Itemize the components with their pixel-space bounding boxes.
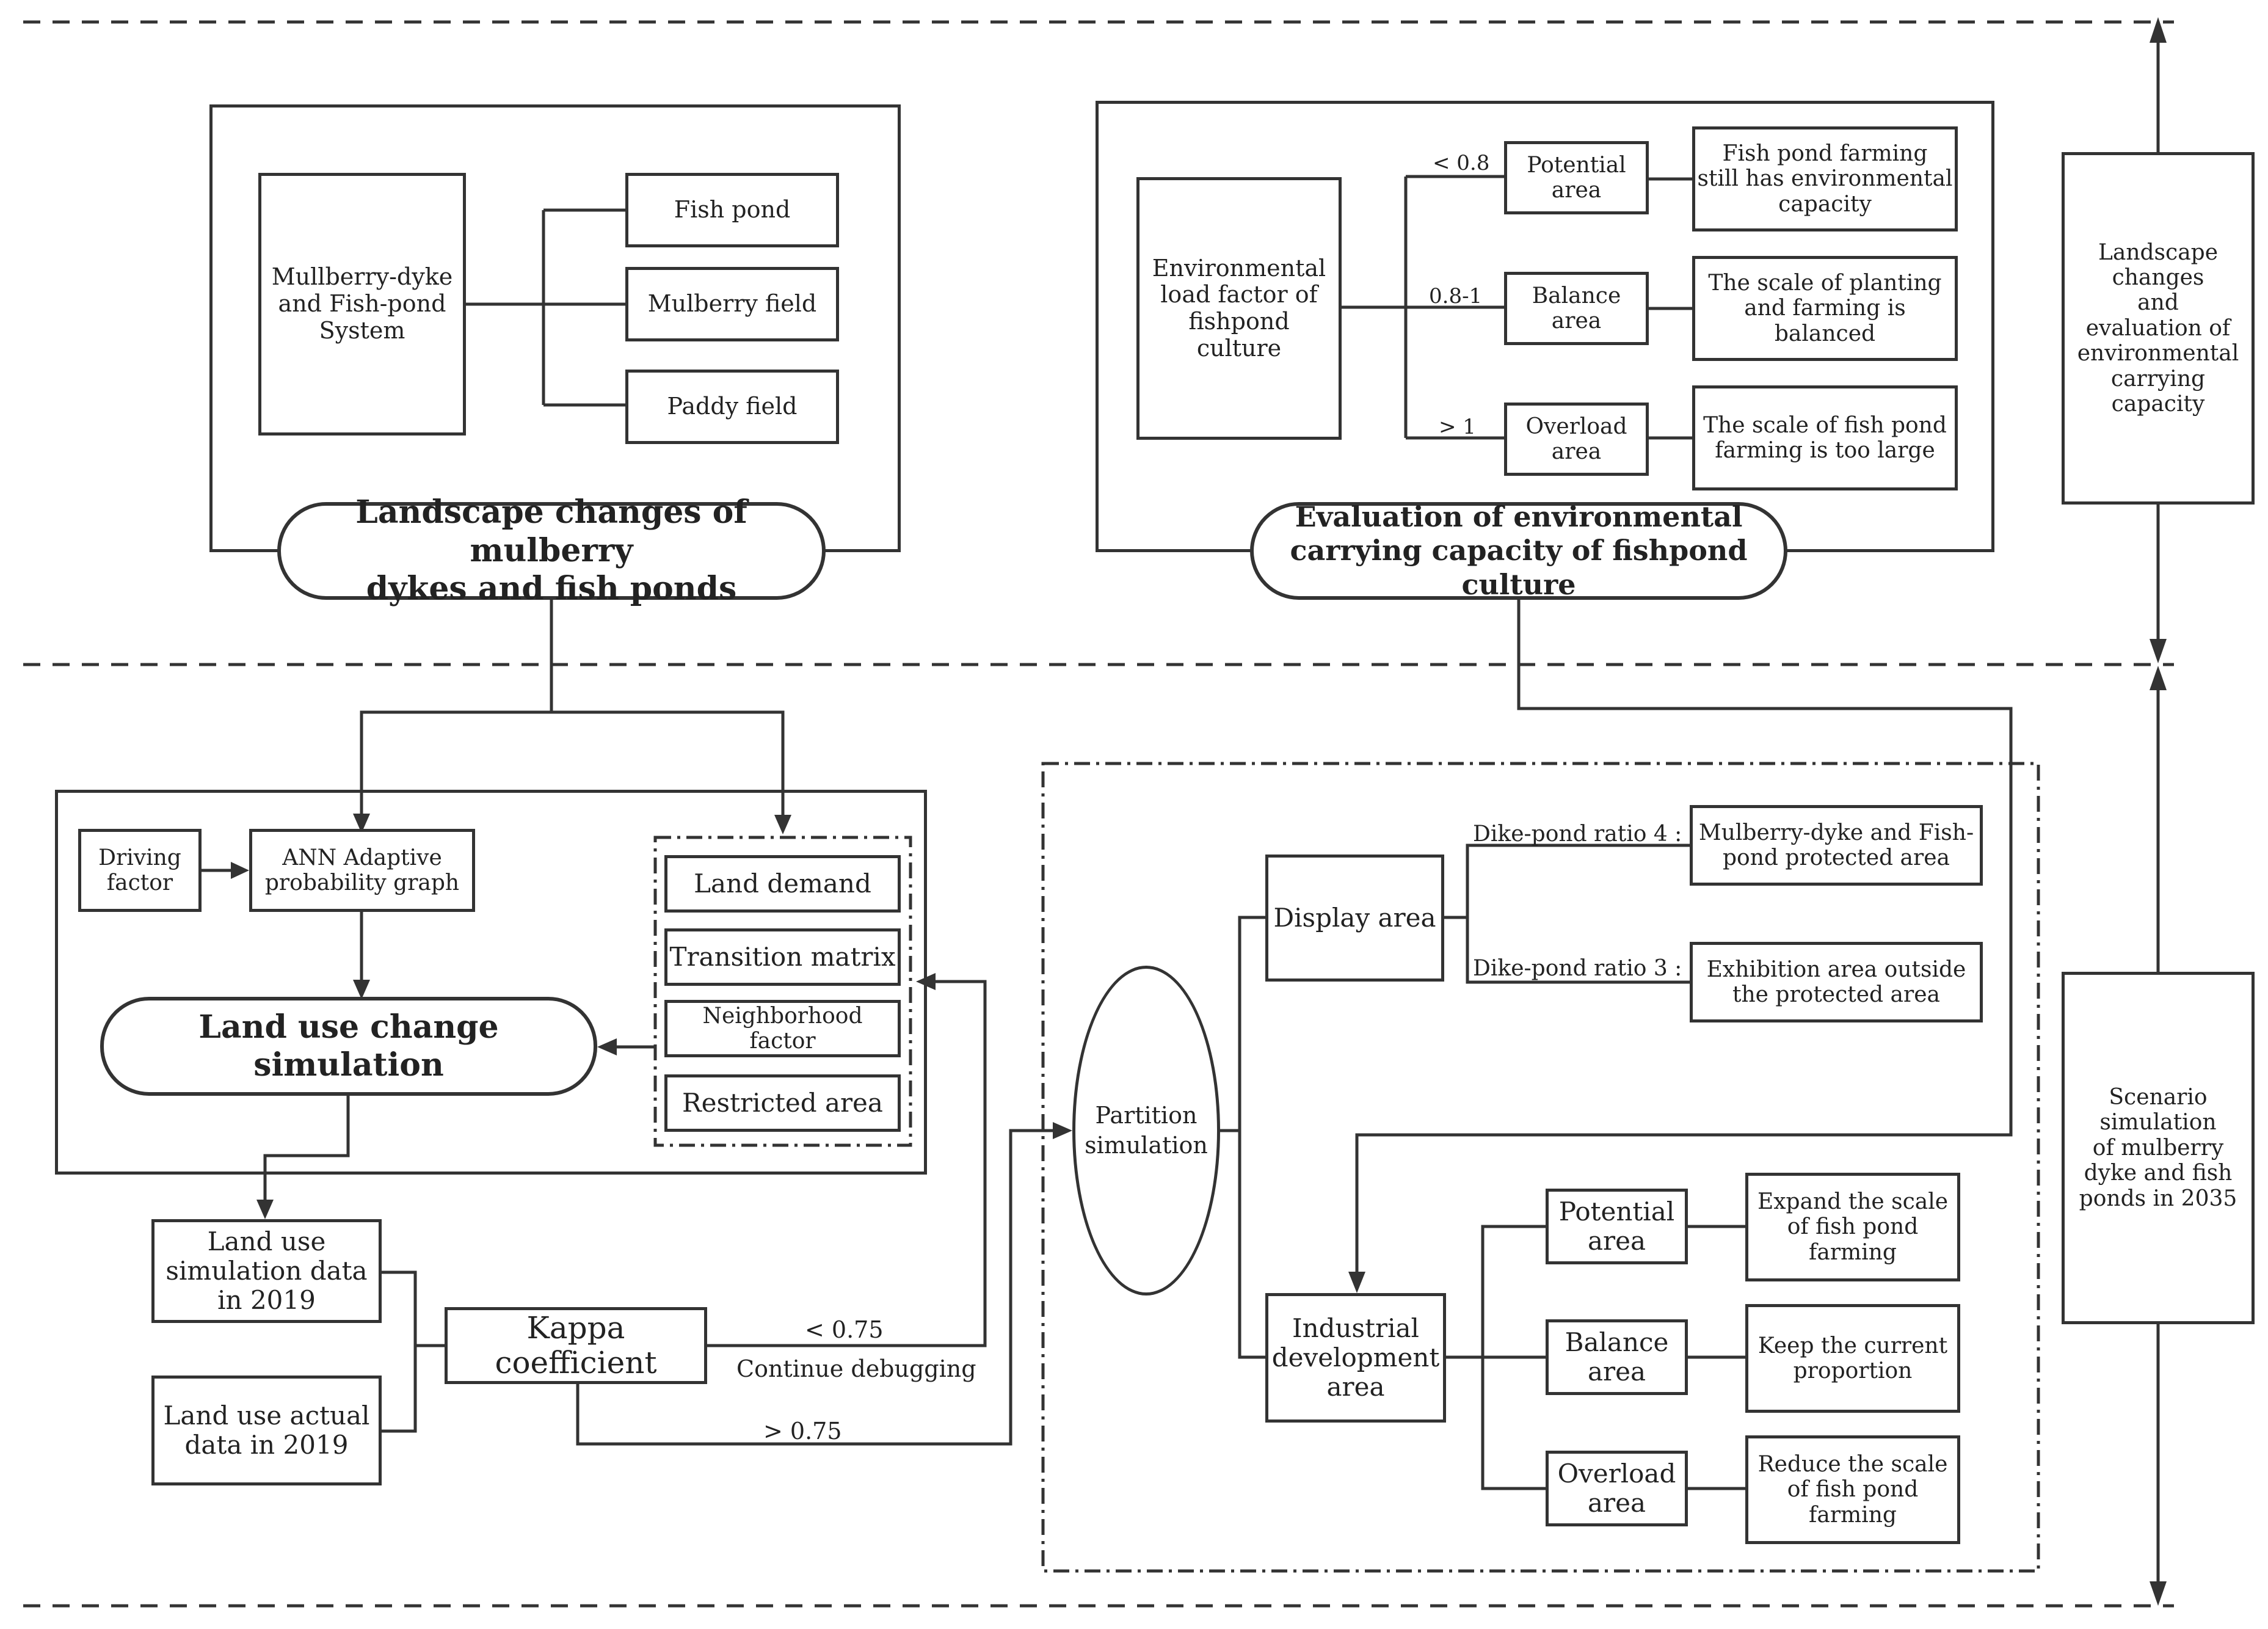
arrowhead (774, 815, 791, 834)
connector (707, 980, 987, 1347)
kappa-low-label: < 0.75 (805, 1316, 884, 1343)
threshold-label-low: < 0.8 (1433, 151, 1490, 175)
display-area-box: Display area (1265, 855, 1444, 982)
partition-simulation-node: Partition simulation (1072, 966, 1220, 1296)
landscape-title: Landscape changes of mulberry dykes and … (277, 494, 826, 607)
arrowhead (2150, 17, 2167, 43)
connector (576, 1129, 1056, 1446)
result-box-too-large: The scale of fish pond farming is too la… (1692, 385, 1958, 490)
constraint-neighborhood-factor: Neighborhood factor (664, 1000, 901, 1057)
ratio-label-3-7: Dike-pond ratio 3 : 7 (1473, 956, 1703, 981)
industrial-area-overload: Overload area (1546, 1451, 1688, 1526)
constraint-transition-matrix: Transition matrix (664, 928, 901, 986)
action-expand-box: Expand the scale of fish pond farming (1745, 1173, 1960, 1281)
stage-label-lower: Scenario simulation of mulberry dyke and… (2062, 972, 2255, 1324)
threshold-label-mid: 0.8-1 (1429, 284, 1483, 308)
evaluation-title: Evaluation of environmental carrying cap… (1250, 500, 1787, 601)
action-reduce-box: Reduce the scale of fish pond farming (1745, 1435, 1960, 1544)
result-box-capacity: Fish pond farming still has environmenta… (1692, 126, 1958, 231)
result-box-balanced: The scale of planting and farming is bal… (1692, 256, 1958, 361)
arrowhead (256, 1200, 274, 1219)
arrowhead (231, 862, 249, 879)
area-box-overload: Overload area (1504, 403, 1649, 476)
area-box-balance: Balance area (1504, 272, 1649, 345)
kappa-high-label: > 0.75 (763, 1418, 842, 1445)
action-keep-box: Keep the current proportion (1745, 1304, 1960, 1413)
stage-label-upper: Landscape changes and evaluation of envi… (2062, 152, 2255, 505)
simulation-frame (55, 790, 927, 1175)
area-box-potential: Potential area (1504, 141, 1649, 214)
industrial-area-potential: Potential area (1546, 1189, 1688, 1264)
connector (1220, 916, 1265, 1132)
mulberry-field-box: Mulberry field (625, 267, 839, 341)
protected-area-box: Mulberry-dyke and Fish- pond protected a… (1690, 805, 1983, 886)
land-use-simulation-title: Land use change simulation (100, 997, 597, 1096)
continue-debugging-label: Continue debugging (736, 1355, 976, 1382)
connector (382, 1270, 417, 1433)
paddy-field-box: Paddy field (625, 370, 839, 444)
arrowhead (2150, 666, 2167, 690)
connector (1238, 1131, 1265, 1359)
arrowhead (2150, 639, 2167, 663)
connector (1355, 600, 2013, 1272)
connector (1444, 844, 1690, 919)
connector (551, 710, 785, 818)
constraints-frame (653, 836, 912, 1147)
driving-factor-box: Driving factor (78, 829, 202, 912)
connector (360, 600, 553, 818)
constraint-restricted-area: Restricted area (664, 1074, 901, 1132)
arrowhead (2150, 1581, 2167, 1606)
industrial-area-box: Industrial development area (1265, 1293, 1446, 1423)
connector (1466, 917, 1690, 984)
kappa-coefficient-box: Kappa coefficient (445, 1307, 707, 1384)
industrial-area-balance: Balance area (1546, 1319, 1688, 1395)
load-factor-box: Environmental load factor of fishpond cu… (1136, 177, 1342, 440)
ann-graph-box: ANN Adaptive probability graph (249, 829, 475, 912)
system-box: Mullberry-dyke and Fish-pond System (258, 173, 466, 435)
threshold-label-high: > 1 (1439, 415, 1476, 439)
partition-frame (1041, 762, 2040, 1573)
fish-pond-box: Fish pond (625, 173, 839, 247)
connector (1481, 1357, 1546, 1490)
ratio-label-4-6: Dike-pond ratio 4 : 6 (1473, 822, 1703, 847)
connector (263, 1095, 350, 1202)
connector (1481, 1225, 1546, 1357)
arrowhead (1348, 1272, 1365, 1293)
arrowhead (353, 814, 370, 833)
exhibition-area-box: Exhibition area outside the protected ar… (1690, 942, 1983, 1022)
actual-data-box: Land use actual data in 2019 (151, 1376, 382, 1485)
arrowhead (1053, 1122, 1072, 1139)
constraint-land-demand: Land demand (664, 855, 901, 913)
arrowhead (597, 1038, 617, 1055)
simulation-data-box: Land use simulation data in 2019 (151, 1219, 382, 1323)
arrowhead (353, 980, 370, 999)
